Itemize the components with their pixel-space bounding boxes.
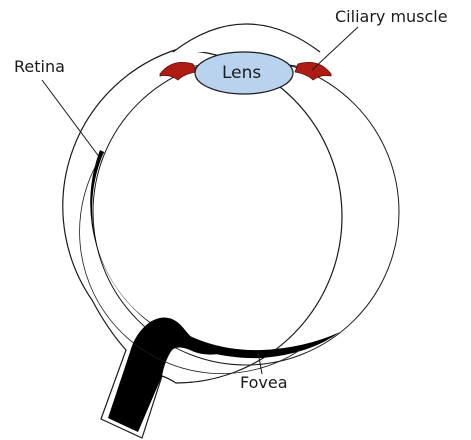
- ciliary-muscle-label: Ciliary muscle: [335, 9, 448, 25]
- lens-label: Lens: [222, 65, 261, 82]
- ciliary-leader-line: [312, 27, 358, 70]
- sclera-outer: [63, 50, 342, 438]
- retina-label: Retina: [14, 59, 65, 75]
- ciliary-muscle-right: [295, 62, 331, 80]
- cornea: [173, 24, 320, 52]
- fovea-label: Fovea: [240, 375, 288, 391]
